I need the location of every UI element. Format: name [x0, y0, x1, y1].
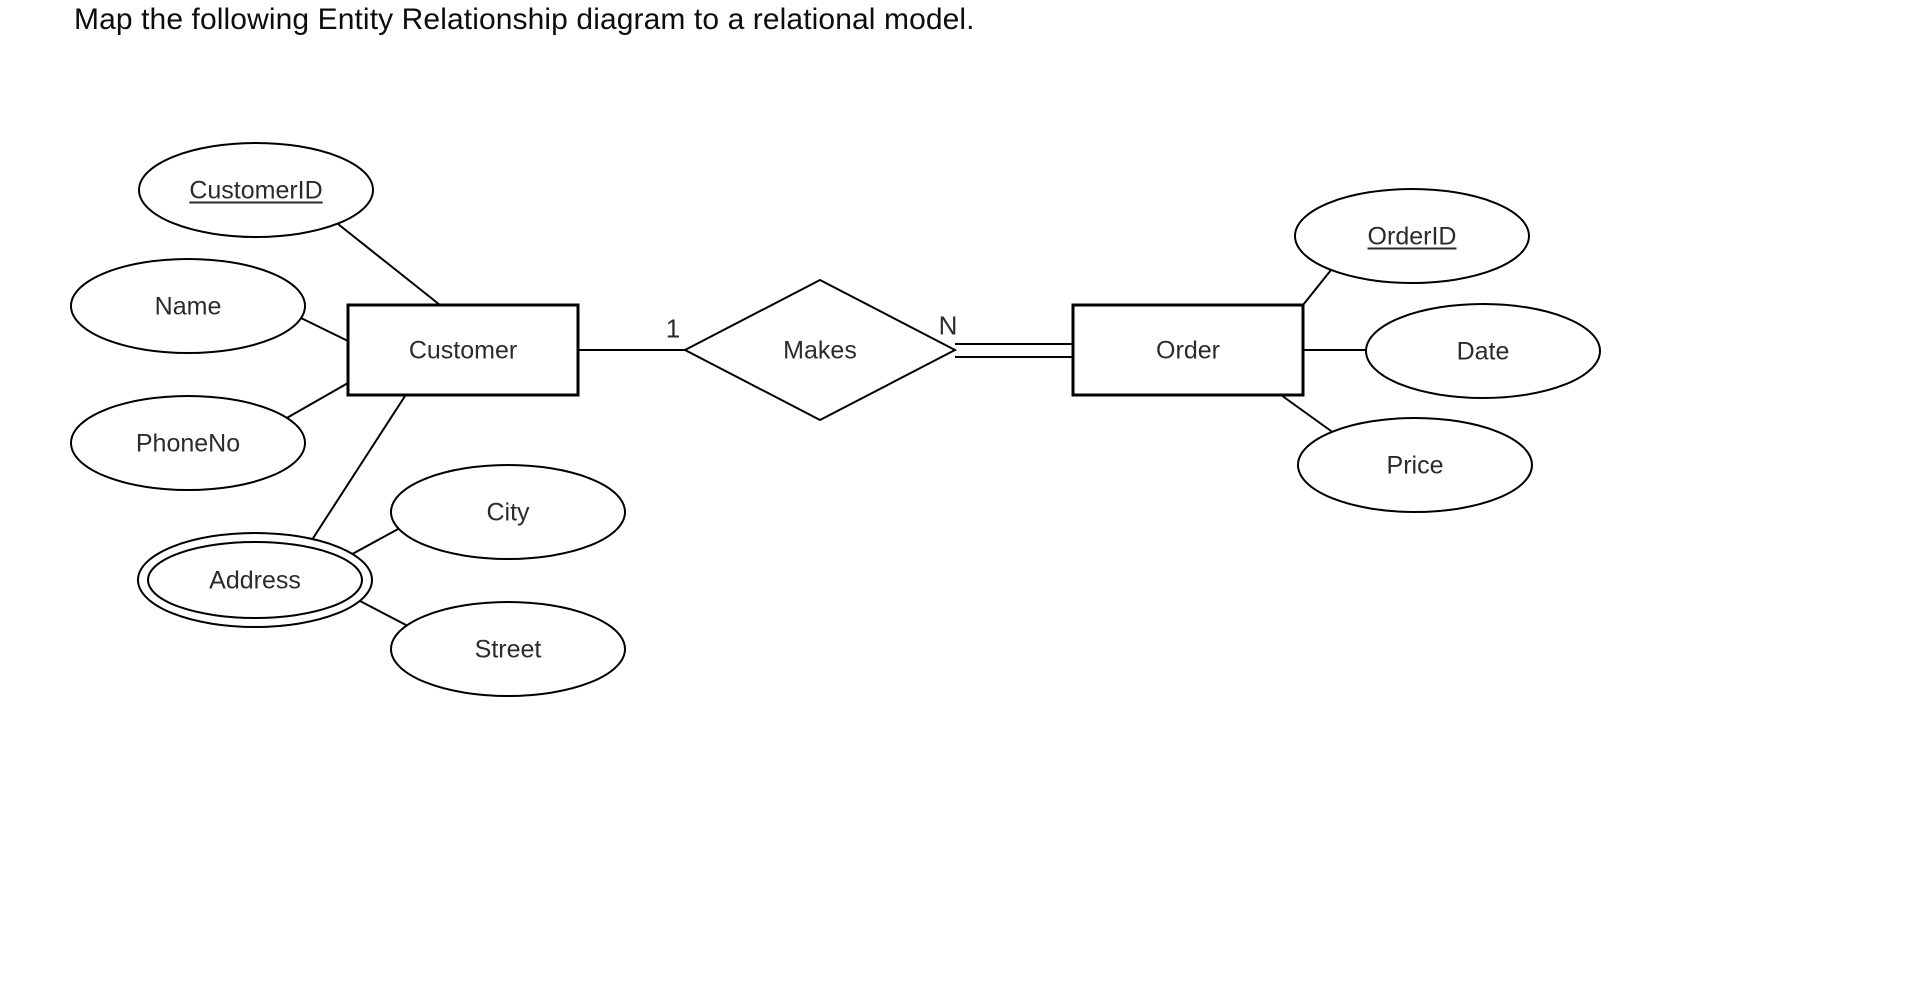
edge-name-customer — [300, 317, 349, 342]
relationship-makes-diamond[interactable] — [682, 278, 958, 422]
edge-phoneno-customer — [284, 382, 349, 420]
entity-shapes — [346, 303, 1305, 397]
attribute-orderid-ellipse[interactable] — [1294, 188, 1530, 284]
attribute-phoneno-ellipse[interactable] — [70, 395, 306, 491]
attribute-street-ellipse[interactable] — [390, 601, 626, 697]
edge-orderid-order — [1302, 269, 1332, 306]
entity-order-box[interactable] — [1071, 303, 1305, 397]
edge-address-city — [344, 527, 401, 559]
edge-address-street — [359, 600, 407, 626]
attribute-customerid-ellipse[interactable] — [138, 142, 374, 238]
attribute-price-ellipse[interactable] — [1297, 417, 1533, 513]
attribute-shapes — [70, 142, 1601, 697]
attribute-name-ellipse[interactable] — [70, 258, 306, 354]
attribute-address-ellipse-inner[interactable] — [147, 541, 363, 619]
edge-customerid-customer — [337, 223, 441, 306]
page-title: Map the following Entity Relationship di… — [74, 3, 975, 36]
edge-price-order — [1280, 394, 1339, 437]
edge-address-customer — [307, 395, 406, 547]
entity-customer-box[interactable] — [346, 303, 580, 397]
attribute-date-ellipse[interactable] — [1365, 303, 1601, 399]
relationship-shapes — [682, 278, 958, 422]
attribute-city-ellipse[interactable] — [390, 464, 626, 560]
